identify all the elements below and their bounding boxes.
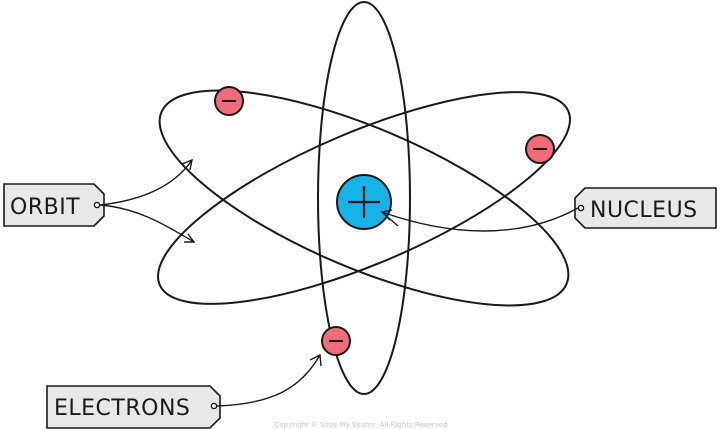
nucleus	[336, 174, 392, 230]
nucleus-label: NUCLEUS	[590, 198, 698, 223]
electrons-label-tag: ELECTRONS	[46, 385, 221, 429]
electron	[525, 134, 555, 164]
orbit-pointer-arrow	[99, 158, 193, 206]
nucleus-pointer-arrow	[380, 207, 579, 232]
orbit-label: ORBIT	[10, 195, 80, 220]
copyright-footnote: Copyright © Save My Exams. All Rights Re…	[274, 421, 447, 429]
electron	[214, 86, 244, 116]
orbit-diagonal-down	[158, 89, 570, 307]
electrons-label: ELECTRONS	[54, 396, 190, 421]
nucleus-label-tag: NUCLEUS	[574, 187, 717, 229]
orbit-pointer-arrow	[99, 204, 196, 243]
orbit-label-tag: ORBIT	[3, 183, 105, 227]
electron	[321, 326, 351, 356]
electrons-pointer-arrow	[216, 353, 322, 407]
orbit-diagonal-up	[157, 91, 571, 305]
orbit-vertical	[317, 1, 411, 395]
